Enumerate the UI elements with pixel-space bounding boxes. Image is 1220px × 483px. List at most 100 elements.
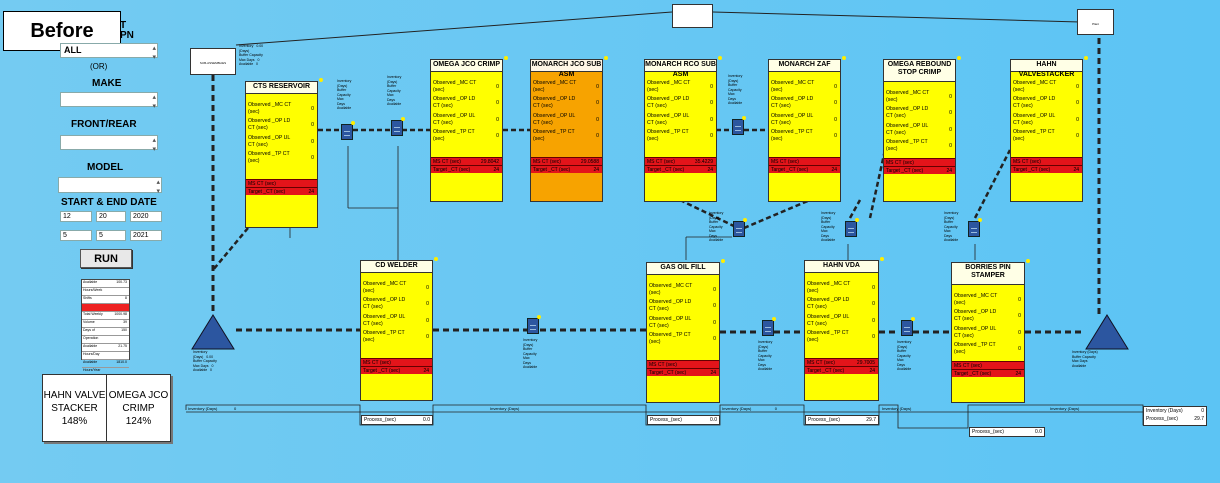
- station-title: OMEGA JCO CRIMP: [431, 60, 502, 72]
- end-month-field[interactable]: 5: [60, 230, 92, 241]
- inventory-icon: [845, 221, 857, 237]
- target-ct-bar: Target _CT (sec)24: [884, 166, 955, 174]
- timeline-inventory-2: Inventory (Days): [490, 406, 520, 411]
- ms-ct-bar: MS CT (sec)29.0588: [531, 157, 602, 165]
- station-row: Observed _TP CT(sec)0: [771, 129, 837, 143]
- status-dot: [604, 56, 608, 60]
- target-ct-bar: Target _CT (sec)24: [246, 187, 317, 195]
- stats-row: [82, 304, 129, 312]
- status-dot: [978, 218, 982, 222]
- station-row: Observed _MC CT(sec)0: [433, 80, 499, 93]
- station-row: Observed _TP CT(sec)0: [1013, 129, 1079, 143]
- front-rear-label: FRONT/REAR: [71, 119, 137, 130]
- start-month-field[interactable]: 12: [60, 211, 92, 222]
- chevron-down-icon: ▴▾: [152, 45, 156, 61]
- station-row: Observed _TP CT(sec)0: [363, 330, 429, 344]
- plant-select[interactable]: ALL ▴▾: [60, 43, 158, 61]
- target-ct-bar: Target _CT (sec)24: [805, 366, 878, 374]
- target-ct-bar: Target _CT (sec)24: [361, 366, 432, 374]
- station-title: CTS RESERVOIR: [246, 82, 317, 94]
- or-label: (OR): [90, 62, 108, 71]
- inventory-icon: [733, 221, 745, 237]
- station-row: Observed _MC CT(sec)0: [771, 80, 837, 93]
- station-title: HAHN VALVESTACKER: [1011, 60, 1082, 78]
- station-row: Observed _MC CT(sec)0: [1013, 80, 1079, 93]
- station-title: MONARCH ZAF: [769, 60, 840, 72]
- make-label: MAKE: [92, 78, 122, 89]
- ms-ct-bar: MS CT (sec): [361, 358, 432, 366]
- ms-ct-bar: MS CT (sec): [769, 157, 840, 165]
- make-select[interactable]: ▴▾: [60, 92, 158, 110]
- kpi-value: 124%: [125, 415, 152, 427]
- status-dot: [911, 317, 915, 321]
- timeline-inventory-5: Inventory (Days): [1050, 406, 1080, 411]
- station-row: Observed _MC CT(sec)0: [886, 90, 952, 103]
- end-year-field[interactable]: 2021: [130, 230, 162, 241]
- status-dot: [401, 117, 405, 121]
- inventory-icon: [968, 221, 980, 237]
- station-row: Observed _MC CT(sec)0: [807, 281, 875, 294]
- model-select[interactable]: ▴▾: [58, 177, 162, 195]
- front-rear-select[interactable]: ▴▾: [60, 135, 158, 153]
- plant-label-fragment-2: PN: [120, 30, 134, 41]
- timeline-inventory-4: Inventory (Days): [882, 406, 912, 411]
- run-button[interactable]: RUN: [80, 249, 132, 268]
- ms-ct-bar: MS CT (sec): [884, 158, 955, 166]
- status-dot: [721, 259, 725, 263]
- start-day-field[interactable]: 20: [96, 211, 126, 222]
- date-label: START & END DATE: [61, 197, 157, 208]
- ms-ct-bar: MS CT (sec): [952, 361, 1024, 369]
- inventory-icon: [901, 320, 913, 336]
- inventory-triangle-left: [191, 314, 235, 350]
- timeline-process-4: Process_(sec)0.0: [969, 427, 1045, 437]
- status-dot: [772, 317, 776, 321]
- inventory-icon: [527, 318, 539, 334]
- status-dot: [351, 121, 355, 125]
- target-ct-bar: Target _CT (sec)24: [1011, 165, 1082, 173]
- end-day-field[interactable]: 5: [96, 230, 126, 241]
- station-row: Observed _TP CT(sec)0: [649, 332, 716, 346]
- target-ct-bar: Target _CT (sec)24: [531, 165, 602, 173]
- station-title: HAHN VDA: [805, 261, 878, 273]
- status-dot: [743, 218, 747, 222]
- timeline-process-1: Process_(sec)0.0: [361, 415, 433, 425]
- plant-select-value: ALL: [64, 45, 82, 55]
- stats-row: Hours/Day: [82, 352, 129, 360]
- ms-ct-bar: MS CT (sec)29.8042: [431, 157, 502, 165]
- start-year-field[interactable]: 2020: [130, 211, 162, 222]
- target-ct-bar: Target _CT (sec)24: [647, 368, 719, 376]
- target-ct-bar: Target _CT (sec)24: [769, 165, 840, 173]
- stats-row: Operation: [82, 336, 129, 344]
